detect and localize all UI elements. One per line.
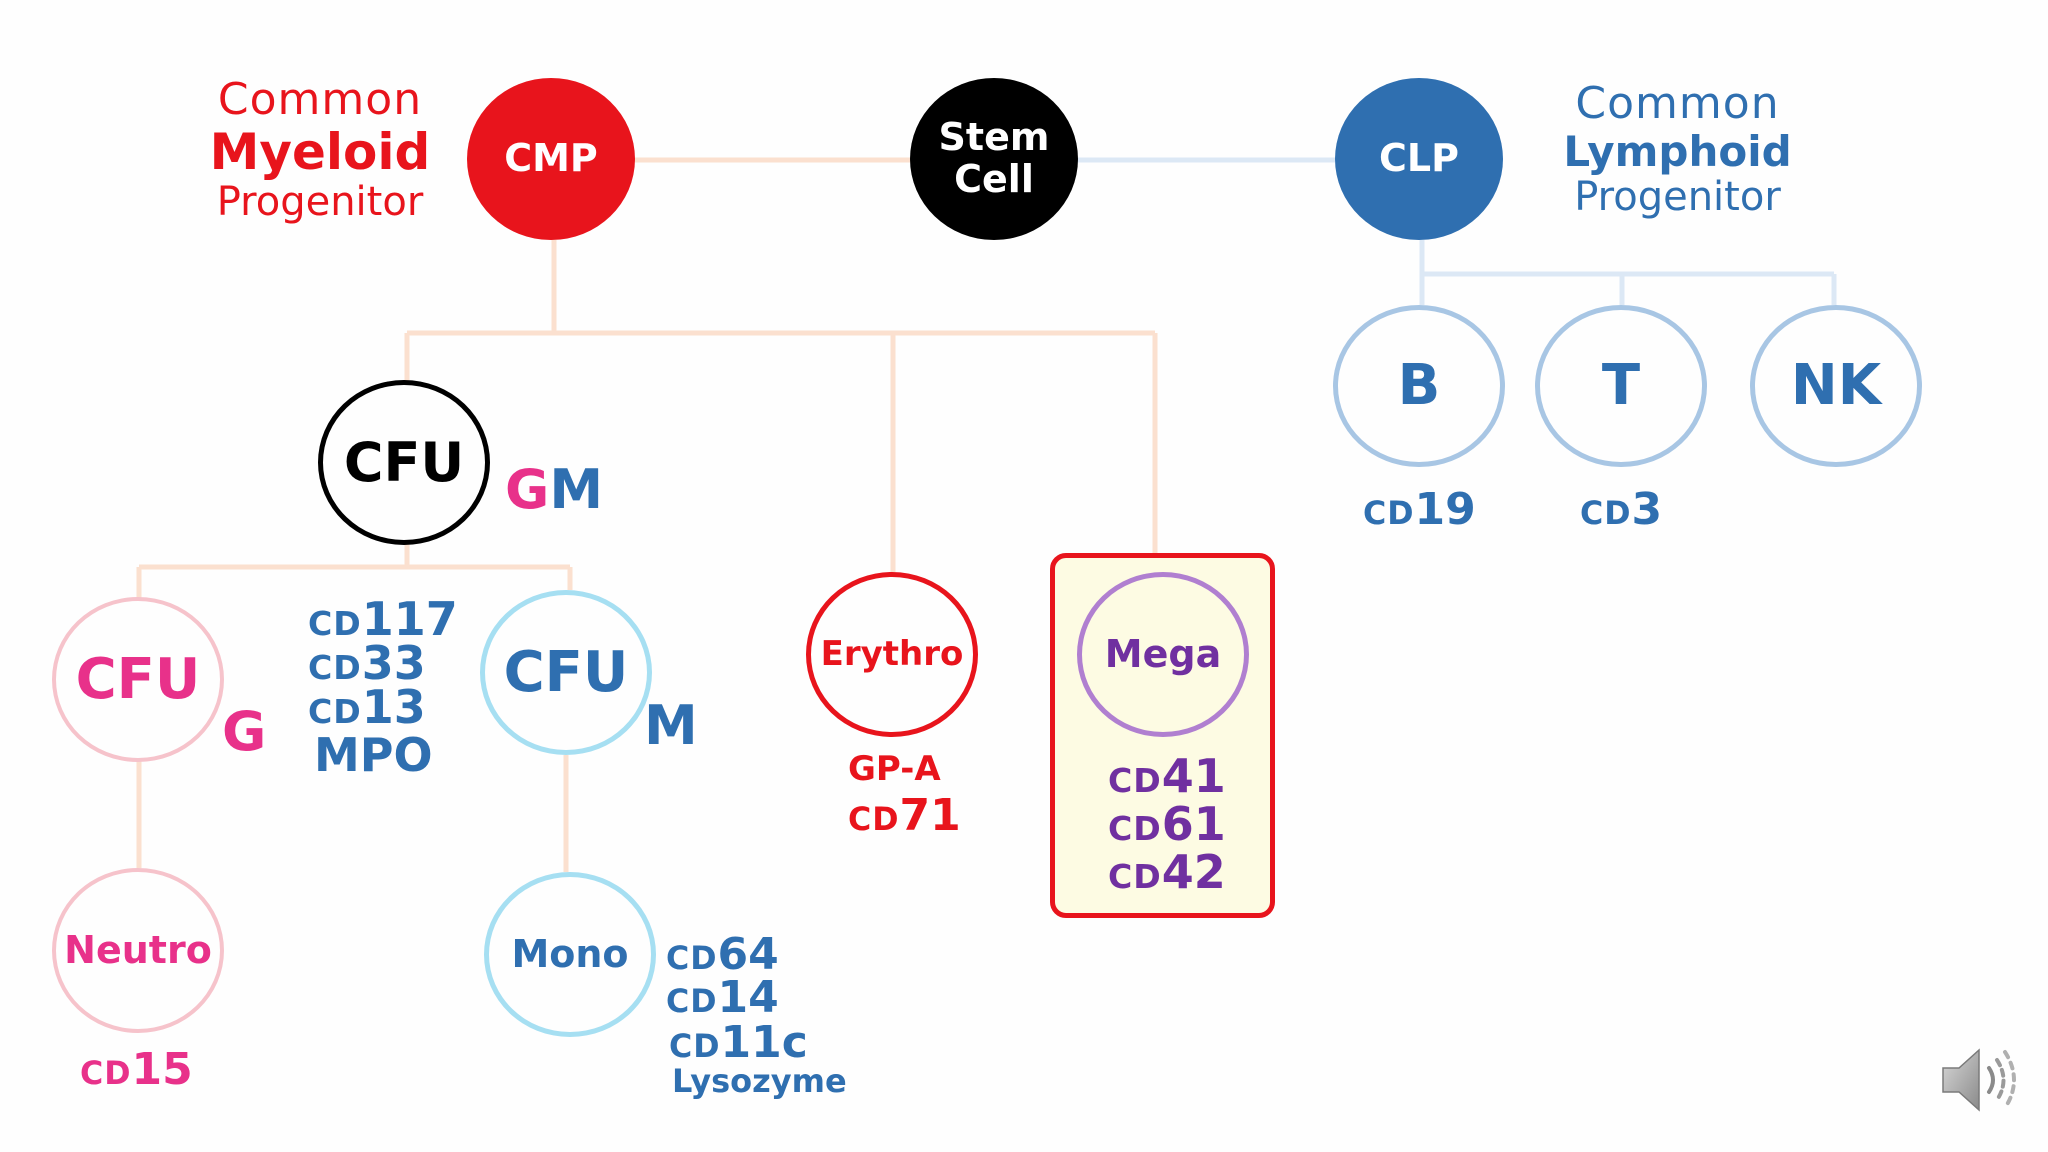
stem-cell-node: Stem Cell bbox=[910, 78, 1078, 240]
erythro-markers: GP-A CD71 bbox=[848, 752, 961, 838]
erythro-marker-1: CD71 bbox=[848, 790, 961, 841]
speaker-icon[interactable] bbox=[1935, 1040, 2025, 1120]
mono-label: Mono bbox=[511, 931, 629, 976]
clp-node: CLP bbox=[1335, 78, 1503, 240]
cmp-node-label: CMP bbox=[504, 136, 598, 181]
cfu-g-suffix: G bbox=[222, 700, 267, 763]
clp-node-label: CLP bbox=[1379, 136, 1459, 181]
b-cell-node: B bbox=[1333, 305, 1505, 467]
cfu-gm-marker-3: MPO bbox=[314, 728, 433, 782]
cfu-gm-markers: CD117 CD33 CD13 MPO bbox=[308, 596, 458, 778]
cfu-gm-suffix-m: M bbox=[549, 458, 604, 521]
mega-marker-0: CD41 bbox=[1108, 749, 1226, 803]
cfu-gm-node: CFU bbox=[318, 380, 490, 545]
mega-markers: CD41 CD61 CD42 bbox=[1108, 753, 1226, 895]
mono-marker-3: Lysozyme bbox=[672, 1062, 847, 1100]
t-cell-label: T bbox=[1601, 353, 1641, 419]
cmp-title-line3: Progenitor bbox=[216, 179, 424, 225]
erythro-label: Erythro bbox=[820, 633, 964, 674]
cfu-gm-suffix-g: G bbox=[505, 458, 550, 521]
t-cell-node: T bbox=[1535, 305, 1707, 467]
cmp-title-line1: Common bbox=[217, 74, 423, 125]
mono-node: Mono bbox=[484, 872, 656, 1037]
clp-title: Common Lymphoid Progenitor bbox=[1560, 78, 1795, 220]
nk-cell-node: NK bbox=[1750, 305, 1922, 467]
cfu-g-label: CFU bbox=[75, 646, 201, 712]
cfu-m-node: CFU bbox=[480, 590, 652, 755]
neutro-node: Neutro bbox=[52, 868, 224, 1033]
neutro-marker: CD15 bbox=[80, 1044, 193, 1095]
mega-node: Mega bbox=[1077, 572, 1249, 737]
mega-marker-1: CD61 bbox=[1108, 797, 1226, 851]
mega-label: Mega bbox=[1104, 631, 1222, 676]
cfu-gm-label: CFU bbox=[343, 430, 465, 494]
cfu-g-node: CFU bbox=[52, 597, 224, 762]
mega-marker-2: CD42 bbox=[1108, 845, 1226, 899]
erythro-marker-0: GP-A bbox=[848, 749, 941, 789]
cfu-m-label: CFU bbox=[503, 639, 629, 705]
mono-marker-1: CD14 bbox=[666, 972, 779, 1023]
stem-cell-label-line1: Stem bbox=[938, 115, 1050, 160]
mono-markers: CD64 CD14 CD11c Lysozyme bbox=[666, 929, 847, 1100]
mono-marker-2: CD11c bbox=[669, 1017, 808, 1068]
erythro-node: Erythro bbox=[806, 572, 978, 737]
cfu-gm-marker-1: CD33 bbox=[308, 636, 426, 690]
cmp-node: CMP bbox=[467, 78, 635, 240]
cfu-m-suffix: M bbox=[644, 694, 698, 757]
cfu-gm-suffix: GM bbox=[505, 458, 603, 521]
cmp-title-line2: Myeloid bbox=[209, 123, 431, 181]
clp-title-line3: Progenitor bbox=[1574, 174, 1781, 220]
b-cell-label: B bbox=[1397, 353, 1441, 419]
nk-cell-label: NK bbox=[1790, 353, 1882, 419]
clp-title-line1: Common bbox=[1575, 78, 1780, 129]
t-cell-marker: CD3 bbox=[1580, 484, 1663, 535]
cfu-gm-marker-2: CD13 bbox=[308, 680, 426, 734]
b-cell-marker: CD19 bbox=[1363, 484, 1476, 535]
stem-cell-label-line2: Cell bbox=[954, 157, 1034, 201]
clp-title-line2: Lymphoid bbox=[1563, 127, 1792, 176]
cmp-title: Common Myeloid Progenitor bbox=[205, 74, 435, 225]
cfu-gm-marker-0: CD117 bbox=[308, 592, 458, 646]
neutro-label: Neutro bbox=[64, 927, 212, 972]
mono-marker-0: CD64 bbox=[666, 929, 779, 980]
